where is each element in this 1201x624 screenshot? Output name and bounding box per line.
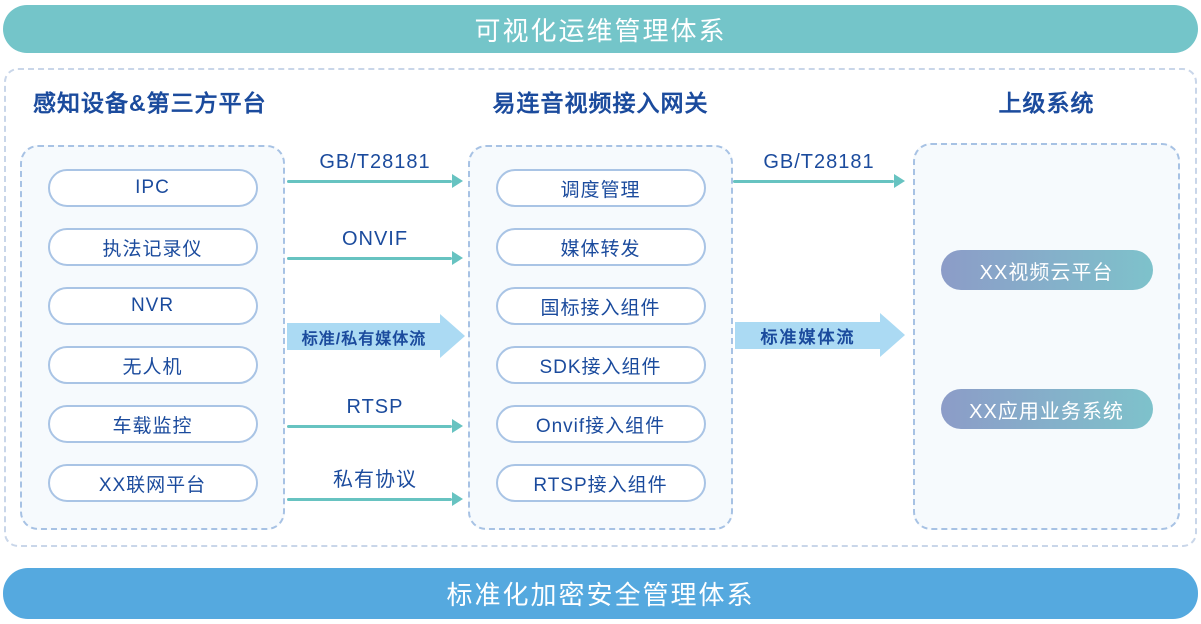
device-node-bodycam: 执法记录仪 xyxy=(47,228,258,266)
flow-label-gbt28181-left: GB/T28181 xyxy=(319,151,431,173)
device-node-drone: 无人机 xyxy=(47,346,258,384)
flow-label-media-stream-left: 标准/私有媒体流 xyxy=(301,330,427,348)
flow-arrow-onvif: ONVIF xyxy=(287,227,463,265)
flow-arrow-rtsp: RTSP xyxy=(287,395,463,433)
flow-bigarrow-media-stream-right: 标准媒体流 xyxy=(735,313,905,358)
gateway-node-onvif-access: Onvif接入组件 xyxy=(495,405,706,443)
devices-group-box: IPC 执法记录仪 NVR 无人机 车载监控 XX联网平台 xyxy=(20,145,285,530)
flow-bigarrow-media-stream-left: 标准/私有媒体流 xyxy=(287,314,465,359)
device-node-nvr: NVR xyxy=(47,287,258,325)
flow-label-onvif: ONVIF xyxy=(341,228,409,250)
column-title-devices: 感知设备&第三方平台 xyxy=(33,90,267,116)
flow-arrow-gbt28181-left: GB/T28181 xyxy=(287,150,463,188)
gateway-group-box: 调度管理 媒体转发 国标接入组件 SDK接入组件 Onvif接入组件 RTSP接… xyxy=(468,145,733,530)
flow-label-private-protocol: 私有协议 xyxy=(333,469,417,491)
arrow-line-icon xyxy=(287,251,463,265)
top-banner-label: 可视化运维管理体系 xyxy=(474,15,727,46)
column-title-gateway: 易连音视频接入网关 xyxy=(492,90,709,116)
upper-system-group-box: XX视频云平台 XX应用业务系统 xyxy=(913,143,1180,530)
arrow-line-icon xyxy=(287,419,463,433)
upper-node-business-system: XX应用业务系统 xyxy=(940,389,1153,429)
device-node-platform: XX联网平台 xyxy=(47,464,258,502)
flow-arrow-private-protocol: 私有协议 xyxy=(287,468,463,506)
gateway-node-forward: 媒体转发 xyxy=(495,228,706,266)
gateway-node-sdk-access: SDK接入组件 xyxy=(495,346,706,384)
device-node-vehicle: 车载监控 xyxy=(47,405,258,443)
gateway-node-rtsp-access: RTSP接入组件 xyxy=(495,464,706,502)
flow-label-rtsp: RTSP xyxy=(346,396,404,418)
top-banner: 可视化运维管理体系 xyxy=(3,5,1198,53)
arrow-line-icon xyxy=(733,174,905,188)
bigarrow-head-icon xyxy=(440,314,465,358)
device-node-ipc: IPC xyxy=(47,169,258,207)
column-title-upper-system: 上级系统 xyxy=(998,90,1095,116)
arrow-line-icon xyxy=(287,174,463,188)
upper-node-video-cloud: XX视频云平台 xyxy=(940,250,1153,290)
flow-label-gbt28181-right: GB/T28181 xyxy=(763,151,875,173)
bigarrow-head-icon xyxy=(880,313,905,357)
bottom-banner: 标准化加密安全管理体系 xyxy=(3,568,1198,619)
arrow-line-icon xyxy=(287,492,463,506)
flow-arrow-gbt28181-right: GB/T28181 xyxy=(733,150,905,188)
bigarrow-body: 标准/私有媒体流 xyxy=(287,323,441,350)
bottom-banner-label: 标准化加密安全管理体系 xyxy=(446,580,755,610)
gateway-node-gb-access: 国标接入组件 xyxy=(495,287,706,325)
gateway-node-dispatch: 调度管理 xyxy=(495,169,706,207)
flow-label-media-stream-right: 标准媒体流 xyxy=(760,328,856,347)
bigarrow-body: 标准媒体流 xyxy=(735,322,881,349)
